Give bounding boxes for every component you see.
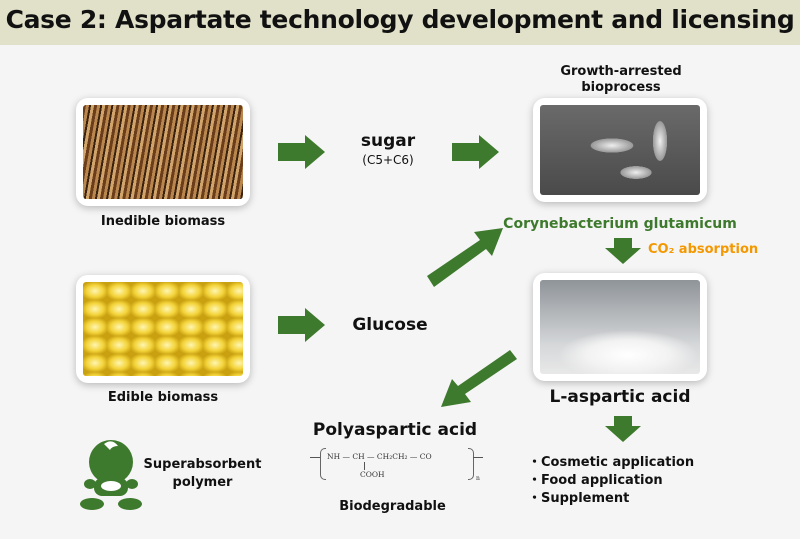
header-bar [0, 0, 800, 45]
aspartic-acid-label: L-aspartic acid [549, 387, 691, 407]
edible-biomass-label: Edible biomass [107, 390, 219, 405]
inedible-biomass-label: Inedible biomass [100, 214, 226, 229]
arrow-diagonal-up-icon [427, 228, 503, 287]
application-item: ・Cosmetic application [528, 455, 695, 470]
sugar-subtitle: (C5+C6) [362, 153, 414, 167]
page-title: Case 2: Aspartate technology development… [5, 5, 795, 34]
inedible-biomass-image [76, 98, 250, 206]
arrow-right-icon [278, 308, 325, 342]
aspartic-acid-powder-image [533, 273, 707, 381]
polyaspartic-acid-label: Polyaspartic acid [312, 420, 478, 440]
sap-label-line1: Superabsorbent [143, 457, 262, 472]
application-item: ・Supplement [528, 491, 630, 506]
glucose-label: Glucose [352, 315, 428, 335]
applications-list: ・Cosmetic application ・Food application … [528, 454, 694, 508]
bacteria-image [533, 98, 707, 202]
edible-biomass-image [76, 275, 250, 383]
sugar-label: sugar [360, 131, 416, 151]
bioprocess-label-line1: Growth-arrested [560, 64, 682, 79]
formula-main-chain: NH — CH — CH₂CH₂ — CO [327, 452, 432, 461]
formula-repeat-n: n [476, 475, 480, 482]
biodegradable-label: Biodegradable [339, 499, 446, 514]
formula-side-chain: COOH [360, 470, 385, 479]
arrow-down-icon [605, 238, 641, 264]
arrow-right-icon [452, 135, 499, 169]
arrow-right-icon [278, 135, 325, 169]
arrow-down-icon [605, 416, 641, 442]
sap-label-line2: polymer [172, 475, 233, 490]
co2-absorption-label: CO₂ absorption [648, 242, 759, 257]
polyaspartic-formula: NH — CH — CH₂CH₂ — CO COOH n [310, 448, 490, 488]
application-item: ・Food application [528, 473, 663, 488]
arrow-diagonal-down-icon [441, 350, 517, 407]
organism-label: Corynebacterium glutamicum [503, 216, 737, 232]
bioprocess-label-line2: bioprocess [581, 80, 661, 95]
baby-mascot-icon [80, 440, 142, 510]
